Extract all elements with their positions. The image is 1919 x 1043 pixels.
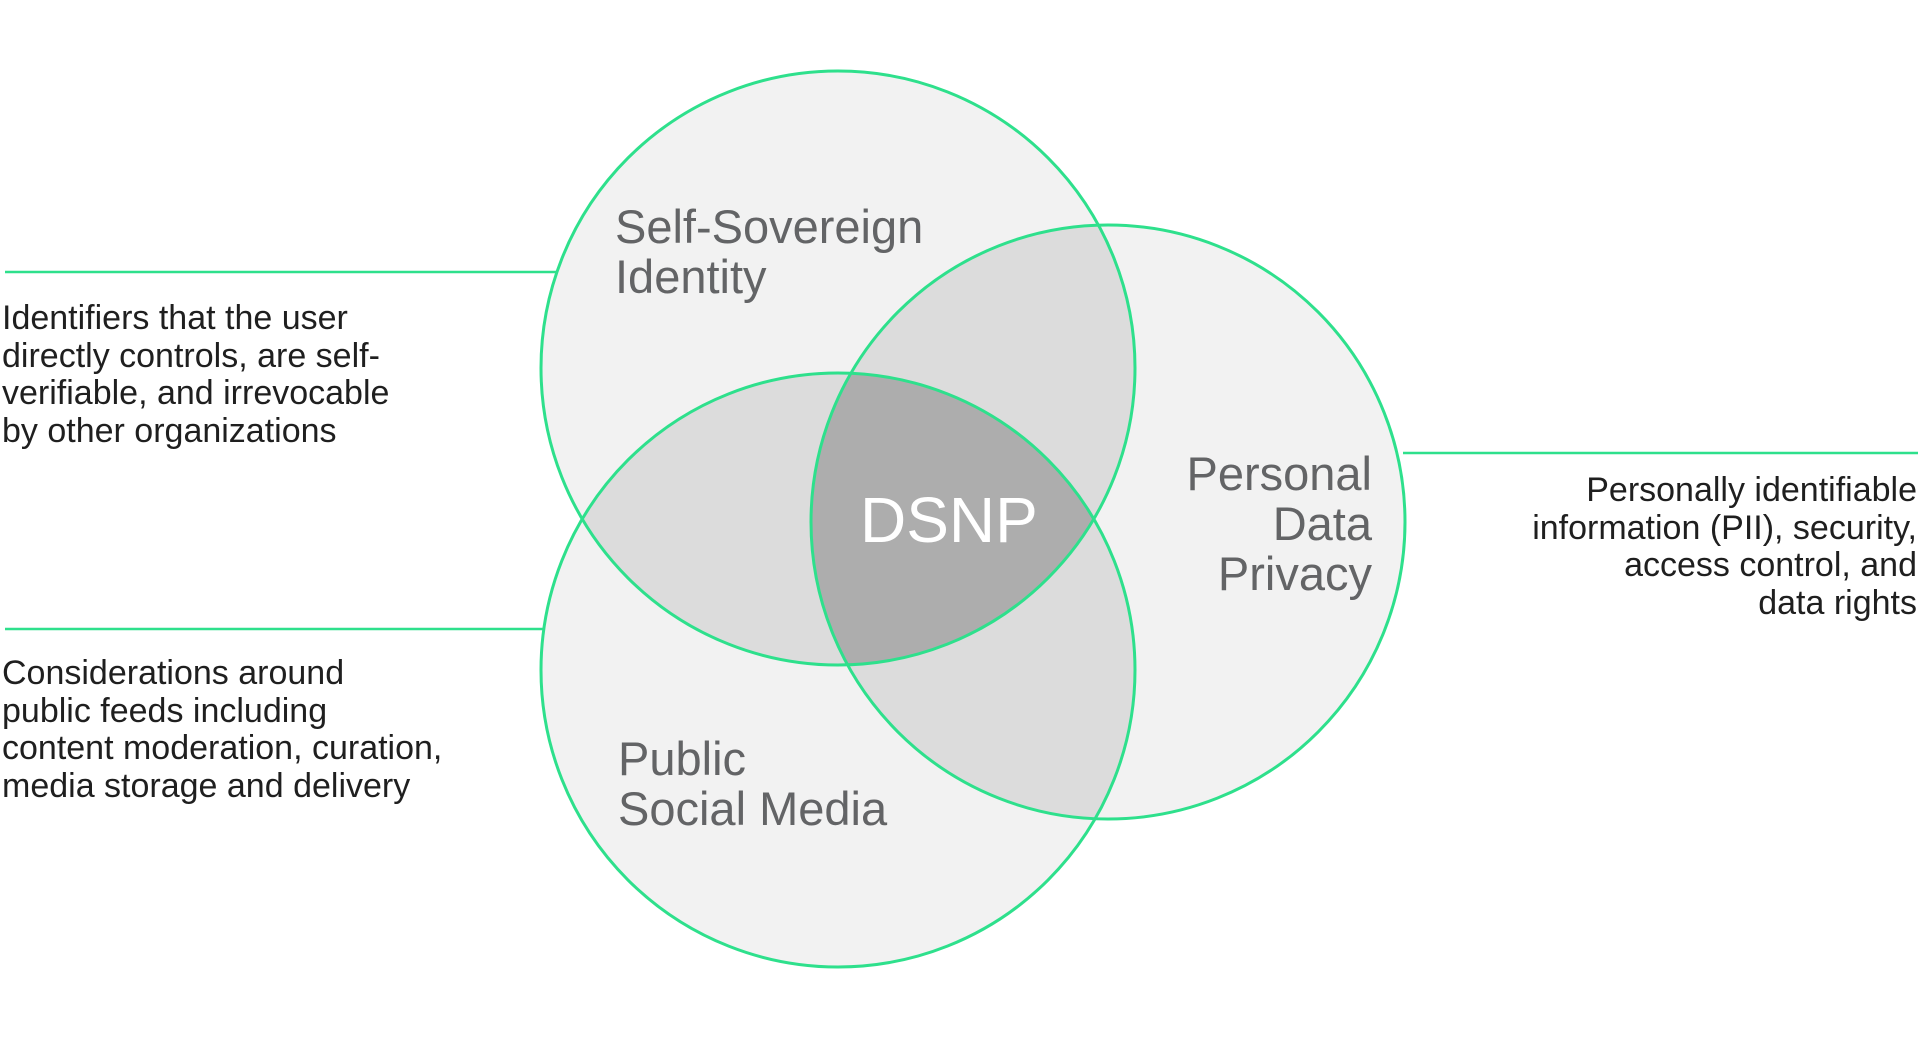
label-self-sovereign-identity: Self-Sovereign Identity	[615, 202, 923, 302]
description-line: access control, and	[1624, 546, 1917, 584]
description-line: information (PII), security,	[1532, 508, 1917, 547]
description-line: media storage and delivery	[2, 766, 411, 805]
outline-public-social-media	[539, 371, 1137, 969]
description-line: Considerations around	[2, 654, 345, 692]
description-line: by other organizations	[2, 411, 337, 450]
outline-self-sovereign-identity	[539, 69, 1137, 667]
label-line: Personal	[1186, 447, 1373, 500]
triple-overlap	[811, 373, 1135, 665]
label-line: Identity	[615, 250, 767, 303]
description-line: Identifiers that the user	[2, 299, 348, 337]
description-line: content moderation, curation,	[2, 729, 443, 767]
label-line: Data	[1272, 497, 1372, 550]
description-line: public feeds including	[2, 691, 328, 730]
label-personal-data-privacy: Personal Data Privacy	[1100, 447, 1373, 600]
label-public-social-media: Public Social Media	[618, 734, 887, 834]
description-public-social-media: Considerations around public feeds inclu…	[2, 654, 443, 805]
label-line: Self-Sovereign	[615, 200, 924, 253]
leader-lines	[5, 270, 1918, 631]
center-label-dsnp: DSNP	[860, 484, 1038, 556]
outline-personal-data-privacy	[809, 223, 1407, 821]
description-self-sovereign-identity: Identifiers that the user directly contr…	[2, 299, 390, 450]
label-line: Public	[618, 732, 747, 785]
label-line: Social Media	[618, 782, 888, 835]
description-personal-data-privacy: Personally identifiable information (PII…	[1400, 471, 1917, 622]
overlap-all-three	[811, 373, 1135, 665]
label-line: Privacy	[1217, 547, 1372, 600]
description-line: Personally identifiable	[1586, 471, 1917, 509]
circle-outlines	[539, 69, 1407, 969]
description-line: data rights	[1758, 583, 1917, 622]
description-line: verifiable, and irrevocable	[2, 374, 390, 412]
description-line: directly controls, are self-	[2, 336, 380, 375]
